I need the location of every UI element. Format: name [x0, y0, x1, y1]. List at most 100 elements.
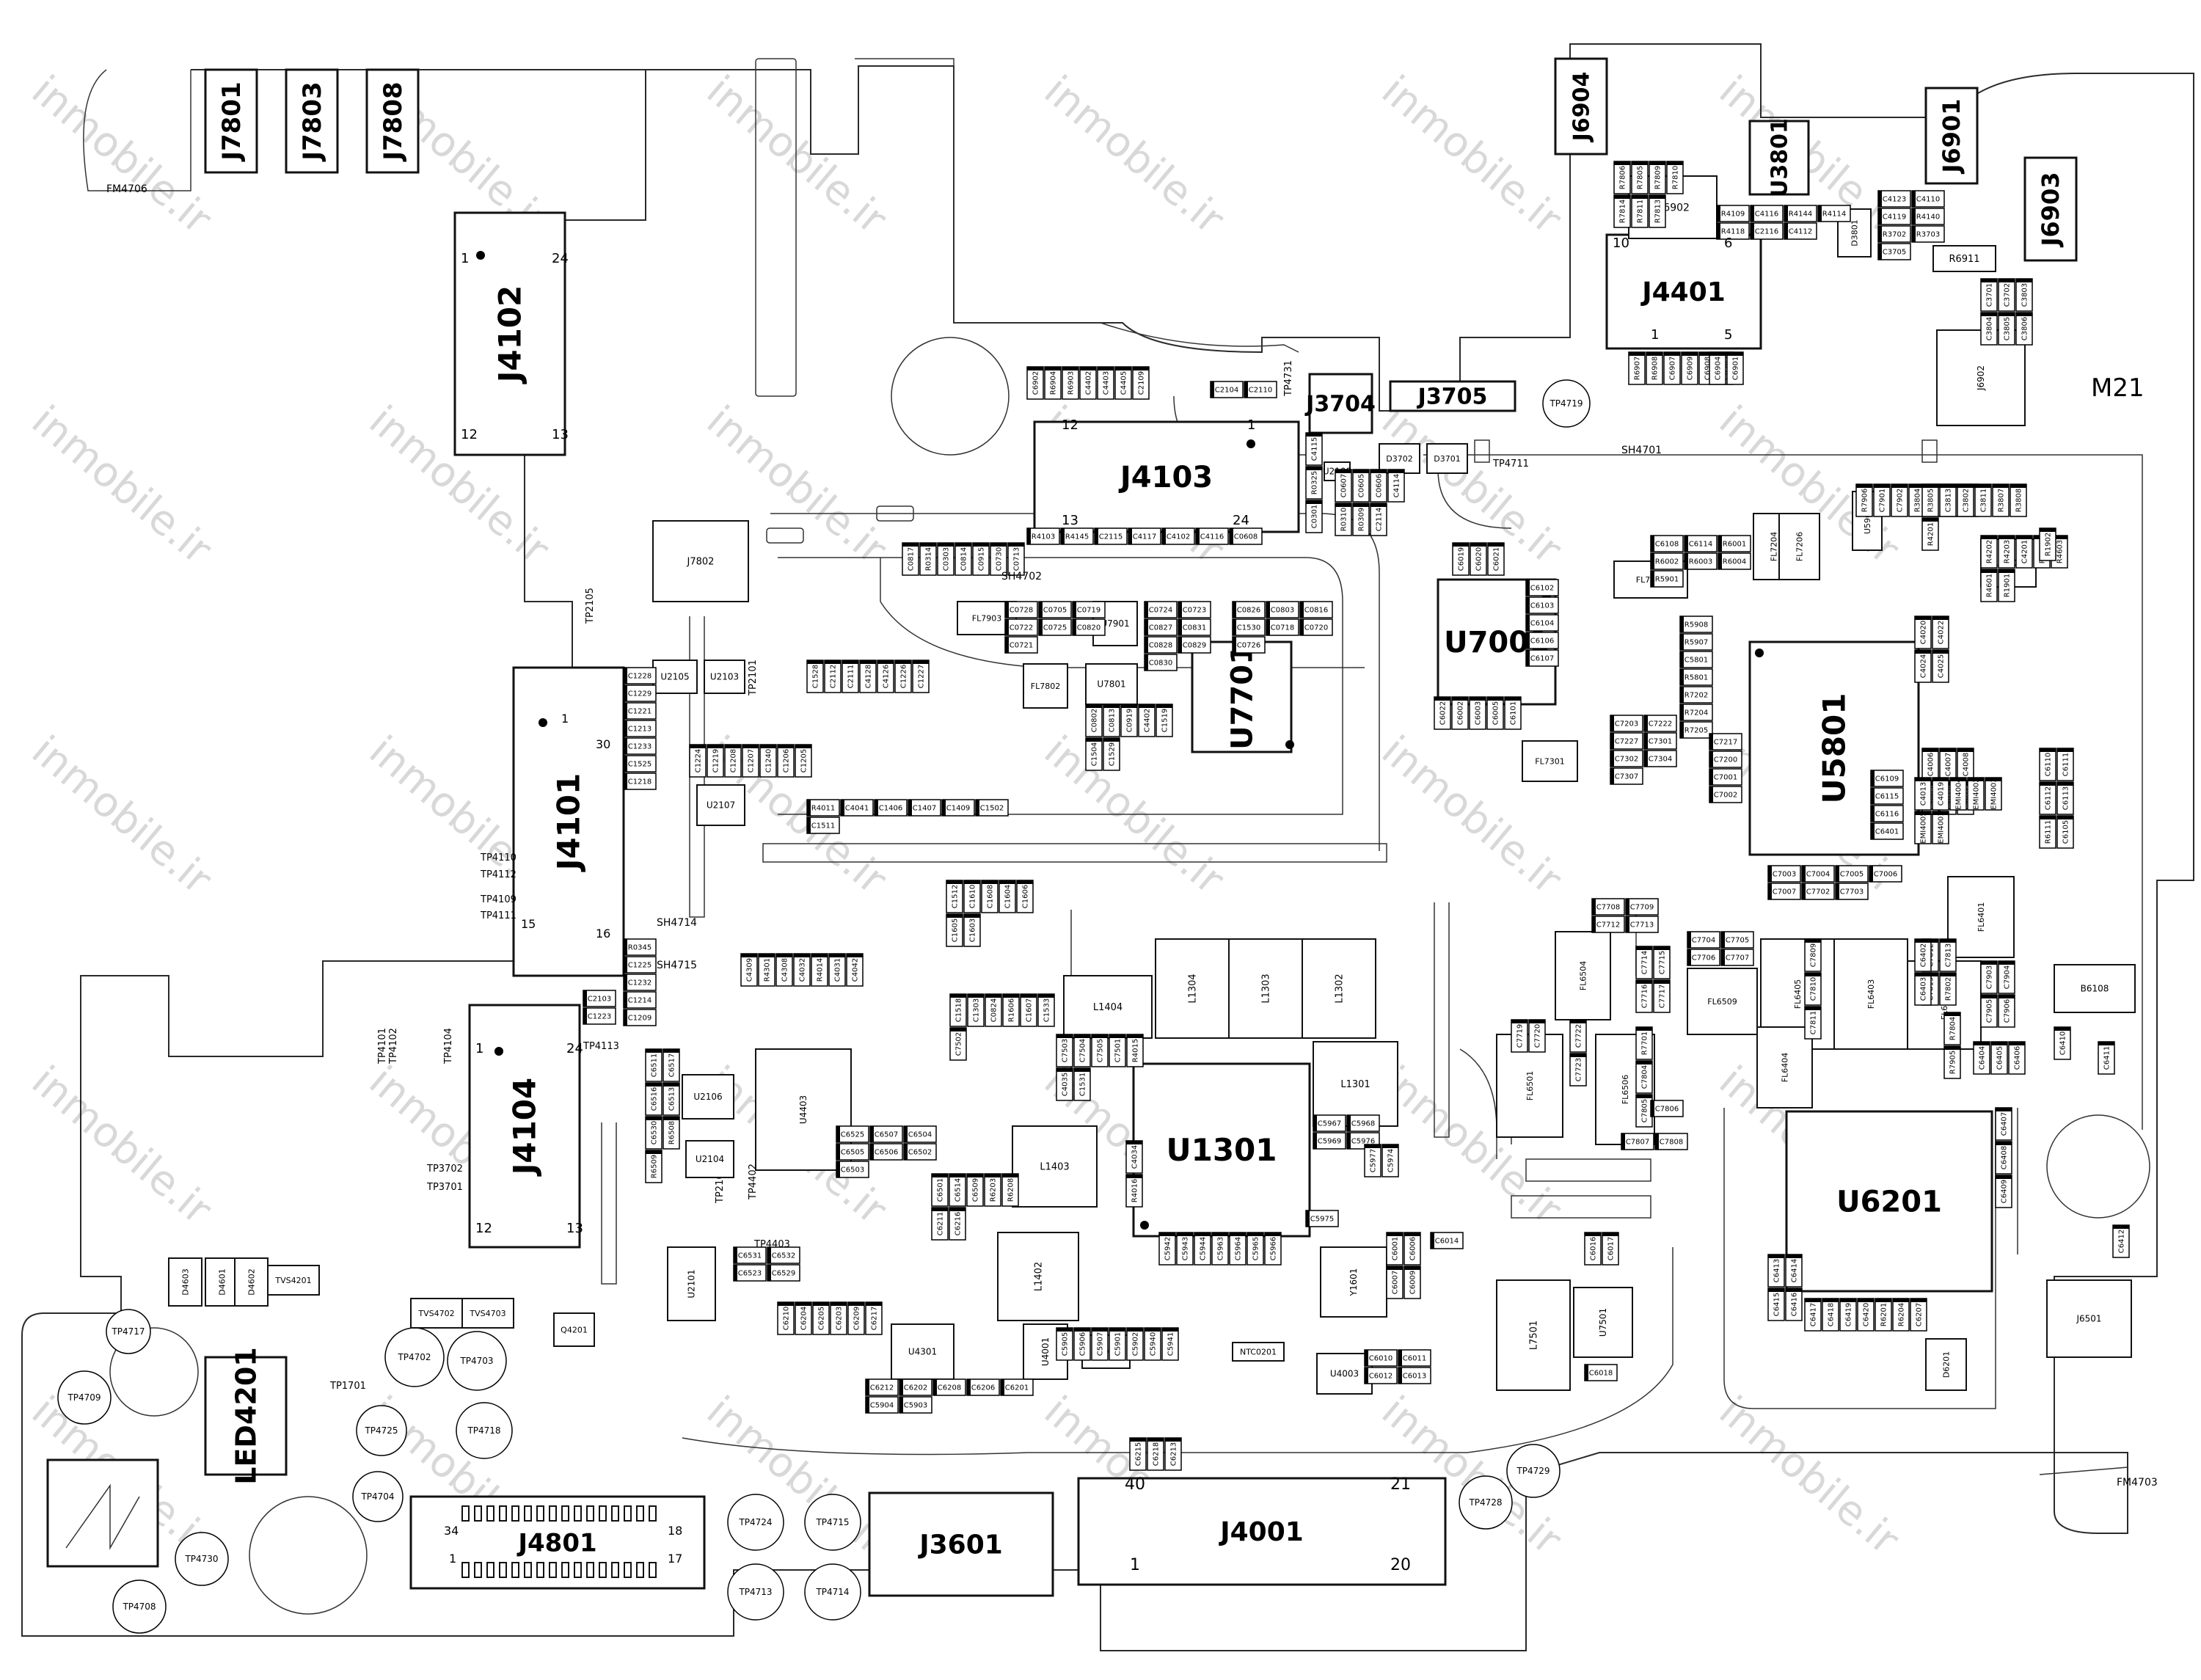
passive-label: C1406: [879, 805, 902, 813]
connector-pin: [586, 1562, 594, 1578]
test-point-label: TP3701: [426, 1182, 463, 1193]
passive-part: R0310: [1335, 503, 1352, 536]
passive-label: C7504: [1079, 1039, 1087, 1062]
test-point: TP4709: [57, 1370, 112, 1425]
passive-terminal: [1910, 1299, 1927, 1302]
passive-label: R3804: [1914, 489, 1922, 512]
part-label: U4003: [1330, 1369, 1359, 1379]
passive-terminal: [1027, 528, 1031, 544]
passive-terminal: [982, 880, 998, 884]
passive-label: C5976: [1351, 1138, 1375, 1146]
passive-terminal: [734, 1265, 737, 1281]
passive-part: C6525: [836, 1125, 869, 1143]
test-point-pad: [1506, 1444, 1561, 1498]
passive-label: R4140: [1916, 213, 1940, 222]
passive-terminal: [1680, 722, 1684, 738]
passive-part: C6413: [1767, 1254, 1785, 1288]
passive-part: C0826: [1232, 601, 1266, 618]
passive-terminal: [1651, 536, 1654, 552]
passive-part: C6504: [903, 1125, 937, 1143]
part-b6108: B6108: [2054, 964, 2136, 1013]
passive-terminal: [1008, 543, 1024, 547]
passive-part: C6205: [812, 1301, 830, 1335]
part-body: [1555, 931, 1611, 1020]
passive-label: R4114: [1822, 211, 1846, 219]
passive-terminal: [920, 543, 936, 547]
u7701-pin1-marker: [1285, 740, 1294, 749]
passive-part: C2103: [583, 990, 616, 1007]
u1301-label: U1301: [1167, 1132, 1277, 1168]
passive-label: C7704: [1692, 937, 1715, 945]
passive-part: C6417: [1804, 1298, 1822, 1332]
passive-terminal: [1940, 939, 1956, 943]
part-label: R6911: [1949, 254, 1979, 265]
passive-label: R7905: [1949, 1051, 1957, 1074]
passive-label: C1504: [1091, 742, 1099, 766]
test-point-label: TP4717: [111, 1326, 145, 1337]
part-l1404: L1404: [1063, 975, 1153, 1039]
u7701-component: U7701: [1191, 640, 1294, 753]
passive-label: C7006: [1874, 871, 1897, 879]
j4103-body: [1033, 420, 1300, 533]
passive-label: C0816: [1304, 607, 1328, 615]
passive-part: C6907: [1663, 351, 1681, 385]
passive-part: R6201: [1875, 1298, 1892, 1332]
passive-terminal: [1687, 949, 1691, 965]
pin-mark: 24: [566, 1041, 583, 1056]
passive-terminal: [1370, 470, 1387, 473]
part-body: [1925, 1338, 1967, 1391]
passive-part: C7705: [1720, 931, 1754, 949]
passive-terminal: [831, 1302, 847, 1306]
part-j6501: J6501: [2046, 1279, 2132, 1358]
passive-label: C7809: [1810, 943, 1818, 967]
passive-part: C1528: [806, 660, 824, 693]
part-body: [1936, 329, 2026, 426]
passive-terminal: [1128, 528, 1132, 544]
passive-terminal: [2098, 1042, 2114, 1045]
part-l1403: L1403: [1012, 1125, 1098, 1208]
passive-terminal: [1126, 1141, 1142, 1144]
u3801-label: U3801: [1767, 118, 1793, 197]
passive-part: C4031: [828, 953, 846, 987]
part-label: D3702: [1386, 454, 1412, 464]
pin-mark: 13: [552, 427, 569, 442]
passive-part: C4126: [877, 660, 894, 693]
passive-terminal: [1487, 697, 1503, 701]
passive-terminal: [807, 817, 811, 833]
part-tvs4703: TVS4703: [461, 1298, 514, 1329]
passive-terminal: [1915, 939, 1931, 943]
passive-part: C1603: [963, 913, 981, 947]
passive-label: C2115: [1099, 533, 1123, 541]
passive-terminal: [1818, 205, 1822, 222]
passive-part: R7805: [1631, 161, 1649, 194]
passive-terminal: [1932, 616, 1949, 620]
passive-terminal: [866, 1397, 869, 1413]
passive-terminal: [1981, 536, 1997, 539]
u1301-body: [1132, 1062, 1311, 1238]
passive-terminal: [1636, 946, 1652, 950]
passive-label: C7203: [1615, 720, 1638, 728]
passive-label: C7705: [1726, 937, 1749, 945]
part-body: [755, 1048, 852, 1171]
passive-terminal: [624, 756, 627, 772]
passive-terminal: [1644, 750, 1648, 767]
passive-label: C7713: [1630, 921, 1654, 930]
test-point-label: TP4109: [480, 894, 517, 905]
test-point-pad: [804, 1563, 861, 1621]
passive-part: C6006: [1404, 1232, 1421, 1266]
passive-label: C4024: [1920, 654, 1928, 678]
passive-terminal: [1709, 769, 1713, 785]
passive-part: C1208: [724, 744, 742, 778]
passive-label: R6004: [1723, 558, 1746, 566]
passive-label: C6002: [1457, 701, 1465, 725]
passive-terminal: [1145, 602, 1148, 618]
passive-part: C6102: [1525, 579, 1559, 596]
passive-terminal: [1147, 1438, 1164, 1442]
passive-label: C6108: [1655, 541, 1679, 549]
passive-label: C1227: [918, 665, 926, 688]
pin-mark: 1: [449, 1552, 456, 1566]
passive-label: R7701: [1641, 1031, 1649, 1055]
passive-part: R4109: [1716, 205, 1750, 222]
part-l1301: L1301: [1313, 1041, 1398, 1127]
connector-pin: [524, 1562, 532, 1578]
